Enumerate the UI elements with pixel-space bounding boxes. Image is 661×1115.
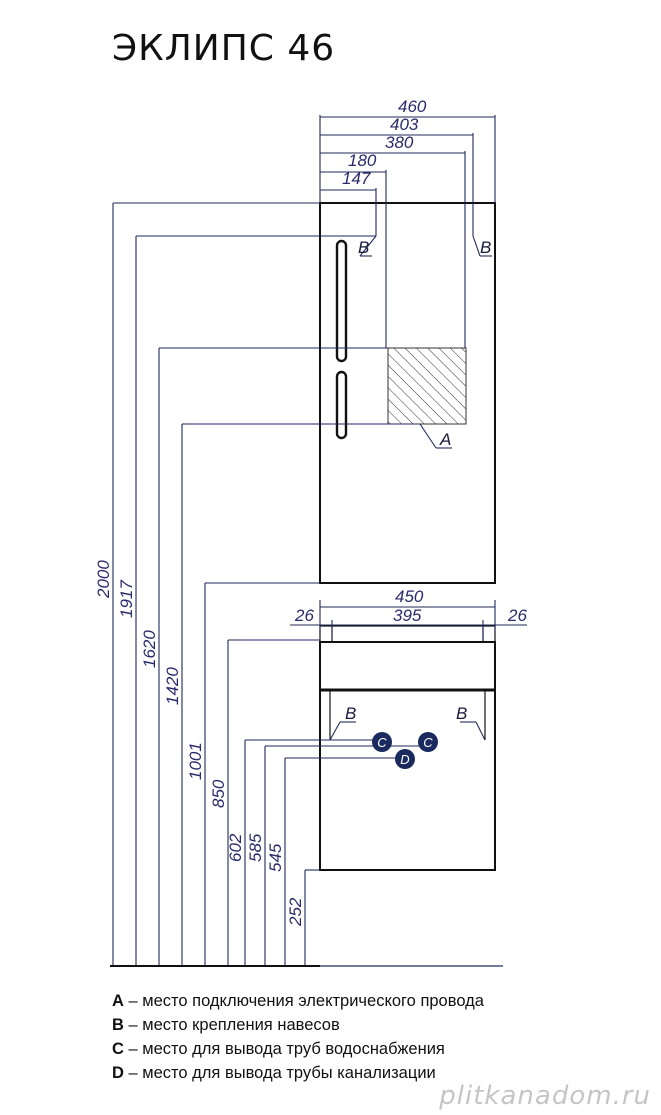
legend-key: C <box>112 1040 124 1058</box>
legend-item-a: A – место подключения электрического про… <box>112 989 652 1013</box>
page-title: ЭКЛИПС 46 <box>112 28 336 69</box>
marker-a: A <box>439 430 451 449</box>
legend-key: A <box>112 992 124 1010</box>
b-leader-upper <box>359 235 492 257</box>
lower-cabinet-countertop <box>319 625 496 643</box>
marker-c-left: C <box>377 735 387 750</box>
dim-380: 380 <box>385 133 414 152</box>
legend-text: – место для вывода труб водоснабжения <box>123 1040 445 1058</box>
dim-1620: 1620 <box>140 630 159 668</box>
dim-403: 403 <box>390 115 419 134</box>
legend-key: B <box>112 1016 124 1034</box>
marker-d: D <box>400 752 409 767</box>
dim-460: 460 <box>398 97 427 116</box>
marker-b-lower-right: B <box>456 704 467 723</box>
handle-lower <box>335 370 348 440</box>
a-leader <box>419 423 452 449</box>
legend-item-b: B – место крепления навесов <box>112 1013 652 1037</box>
dim-26-left: 26 <box>294 606 314 625</box>
legend-item-d: D – место для вывода трубы канализации <box>112 1061 652 1085</box>
top-dimension-lines <box>319 115 496 348</box>
dim-252: 252 <box>286 897 305 927</box>
dim-602: 602 <box>226 833 245 862</box>
legend-text: – место подключения электрического прово… <box>123 992 484 1010</box>
lower-dimension-lines <box>290 600 527 640</box>
legend-text: – место для вывода трубы канализации <box>123 1064 436 1082</box>
marker-b-lower-left: B <box>345 704 356 723</box>
marker-c-right-icon <box>418 732 438 752</box>
dim-2000: 2000 <box>94 560 113 599</box>
lower-cabinet-sink-rim <box>319 641 496 691</box>
legend-key: D <box>112 1064 124 1082</box>
dim-1917: 1917 <box>117 580 136 618</box>
marker-c-right: C <box>423 735 433 750</box>
legend: A – место подключения электрического про… <box>112 989 652 1085</box>
dim-26-right: 26 <box>507 606 527 625</box>
marker-b-upper-left: B <box>358 238 369 257</box>
dim-545: 545 <box>266 843 285 872</box>
dim-450: 450 <box>395 587 424 606</box>
dim-1420: 1420 <box>163 667 182 705</box>
watermark: plitkanadom.ru <box>439 1081 651 1111</box>
dim-1001: 1001 <box>186 742 205 780</box>
electrical-zone-hatch <box>387 347 467 425</box>
marker-d-icon <box>395 749 415 769</box>
dim-395: 395 <box>393 606 422 625</box>
legend-text: – место крепления навесов <box>123 1016 340 1034</box>
dim-180: 180 <box>348 151 377 170</box>
dim-585: 585 <box>246 833 265 862</box>
legend-item-c: C – место для вывода труб водоснабжения <box>112 1037 652 1061</box>
b-leader-lower <box>329 721 486 741</box>
marker-c-left-icon <box>372 732 392 752</box>
dim-850: 850 <box>209 779 228 808</box>
upper-cabinet-body <box>319 202 496 584</box>
handle-upper <box>335 239 348 363</box>
height-dimension-lines <box>110 202 503 967</box>
dim-147: 147 <box>342 169 371 188</box>
marker-b-upper-right: B <box>480 238 491 257</box>
